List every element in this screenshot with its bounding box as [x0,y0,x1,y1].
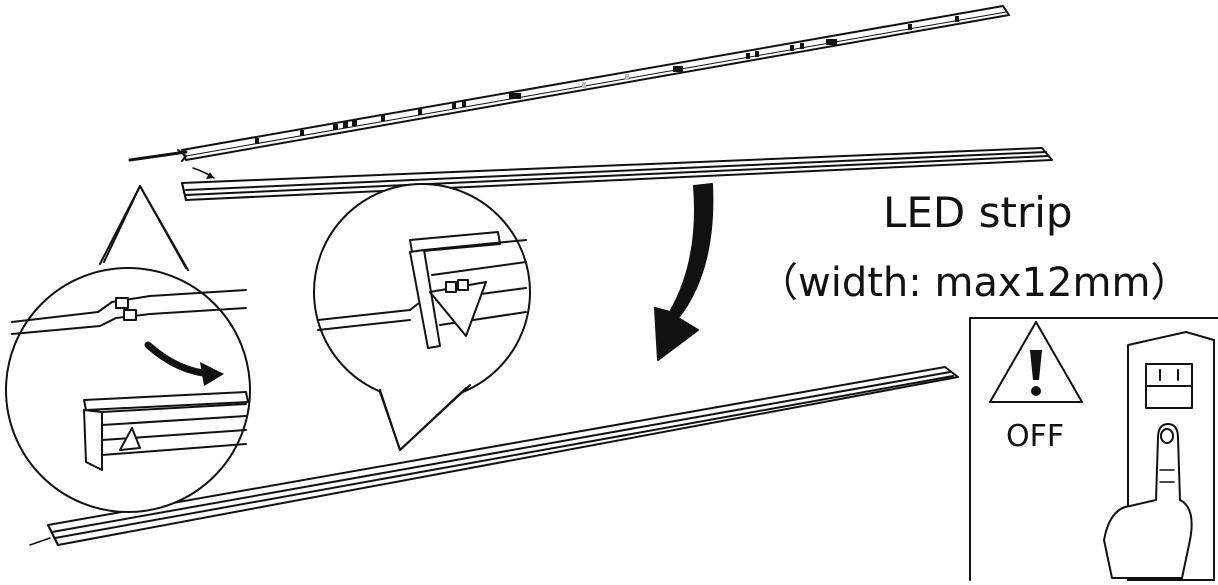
warning-panel [969,317,1218,581]
detail-callout-left [5,185,251,513]
led-strip-label: LED strip [883,188,1073,237]
curved-arrow-icon [654,183,714,361]
warning-triangle-icon [989,321,1083,403]
led-strip [128,5,1010,179]
strip-width-label: （width: max12mm） [758,260,1191,306]
aluminum-profile-bottom [29,366,959,546]
detail-callout-middle [313,183,531,451]
off-warning-label: OFF [1006,419,1065,454]
hand-pointing-icon [1103,423,1193,579]
led-chips [255,16,959,144]
